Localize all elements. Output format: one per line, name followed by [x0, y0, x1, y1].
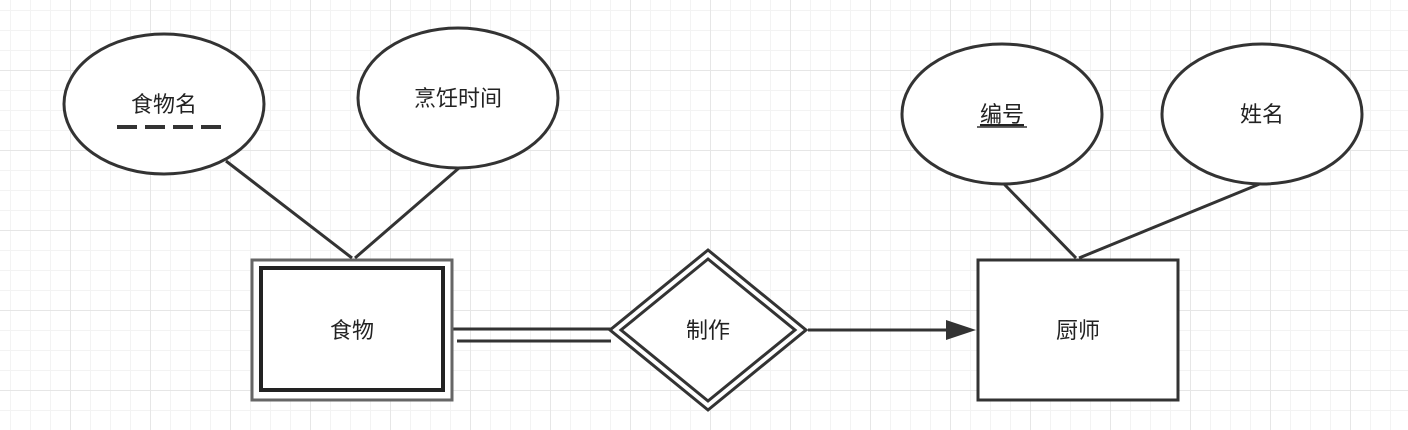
- chef-name-connector: [1078, 181, 1263, 260]
- attribute-food-name-label: 食物名: [131, 93, 197, 118]
- attribute-chef-name: 姓名: [1160, 42, 1364, 186]
- attribute-cook-time-label: 烹饪时间: [414, 87, 502, 112]
- total-participation-line: [453, 327, 611, 343]
- chef-id-connector: [1002, 182, 1078, 260]
- entity-food: 食物: [250, 258, 454, 402]
- attribute-cook-time: 烹饪时间: [356, 26, 560, 170]
- food-name-connector: [225, 159, 353, 260]
- attribute-chef-id-label: 编号: [980, 103, 1024, 128]
- attribute-chef-name-label: 姓名: [1240, 103, 1284, 128]
- relationship-make: 制作: [607, 248, 809, 412]
- attribute-chef-id: 编号: [900, 42, 1104, 186]
- entity-chef-label: 厨师: [1056, 319, 1100, 344]
- attribute-food-name: 食物名: [62, 32, 266, 176]
- entity-food-label: 食物: [330, 319, 374, 344]
- entity-chef: 厨师: [976, 258, 1180, 402]
- relationship-make-label: 制作: [686, 319, 730, 344]
- cook-time-connector: [354, 166, 460, 260]
- one-side-arrow: [808, 320, 976, 340]
